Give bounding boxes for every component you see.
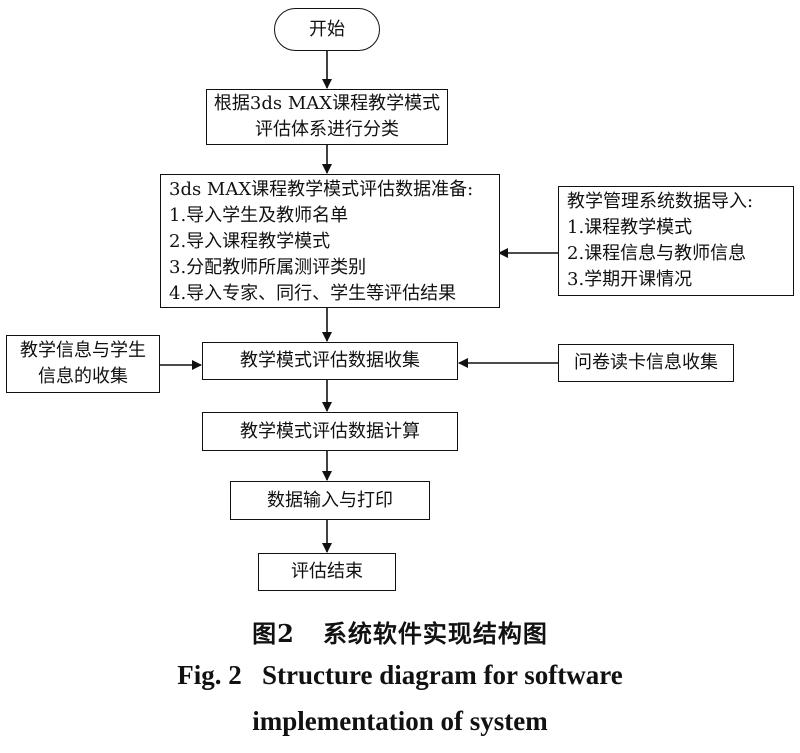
flow-connectors <box>160 51 558 553</box>
prepare-line-5: 4.导入专家、同行、学生等评估结果 <box>169 283 457 304</box>
output-node: 数据输入与打印 <box>230 481 430 520</box>
classify-node: 根据3ds MAX课程教学模式 评估体系进行分类 <box>206 89 448 145</box>
import-line-1: 教学管理系统数据导入: <box>567 191 754 212</box>
prepare-line-1: 3ds MAX课程教学模式评估数据准备: <box>169 179 474 200</box>
start-label: 开始 <box>309 18 345 40</box>
compute-node: 教学模式评估数据计算 <box>202 412 458 451</box>
figure-caption-cn: 图2 系统软件实现结构图 <box>252 619 548 648</box>
prepare-line-2: 1.导入学生及教师名单 <box>169 205 349 226</box>
prepare-line-4: 3.分配教师所属测评类别 <box>169 257 367 278</box>
survey-node: 问卷读卡信息收集 <box>558 344 734 382</box>
classify-line-2: 评估体系进行分类 <box>255 119 399 140</box>
teach-info-node: 教学信息与学生 信息的收集 <box>6 335 160 393</box>
data-prepare-node: 3ds MAX课程教学模式评估数据准备: 1.导入学生及教师名单 2.导入课程教… <box>160 174 500 308</box>
figure-caption-en-line-2: implementation of system <box>252 706 548 736</box>
survey-label: 问卷读卡信息收集 <box>574 352 718 373</box>
import-line-4: 3.学期开课情况 <box>567 269 693 290</box>
start-node: 开始 <box>274 8 380 51</box>
compute-label: 教学模式评估数据计算 <box>240 420 420 442</box>
system-import-node: 教学管理系统数据导入: 1.课程教学模式 2.课程信息与教师信息 3.学期开课情… <box>558 186 794 296</box>
import-line-3: 2.课程信息与教师信息 <box>567 243 747 264</box>
classify-line-1: 根据3ds MAX课程教学模式 <box>213 93 441 114</box>
collect-label: 教学模式评估数据收集 <box>240 350 420 371</box>
figure-caption-en-line-1: Fig. 2 Structure diagram for software <box>177 660 623 690</box>
teach-info-line-2: 信息的收集 <box>38 366 128 387</box>
end-node: 评估结束 <box>258 553 396 591</box>
import-line-2: 1.课程教学模式 <box>567 217 693 238</box>
end-label: 评估结束 <box>291 561 363 582</box>
teach-info-line-1: 教学信息与学生 <box>20 340 146 361</box>
output-label: 数据输入与打印 <box>267 489 393 511</box>
flowchart: 开始 根据3ds MAX课程教学模式 评估体系进行分类 3ds MAX课程教学模… <box>6 8 794 591</box>
collect-node: 教学模式评估数据收集 <box>202 342 458 380</box>
prepare-line-3: 2.导入课程教学模式 <box>169 231 331 252</box>
